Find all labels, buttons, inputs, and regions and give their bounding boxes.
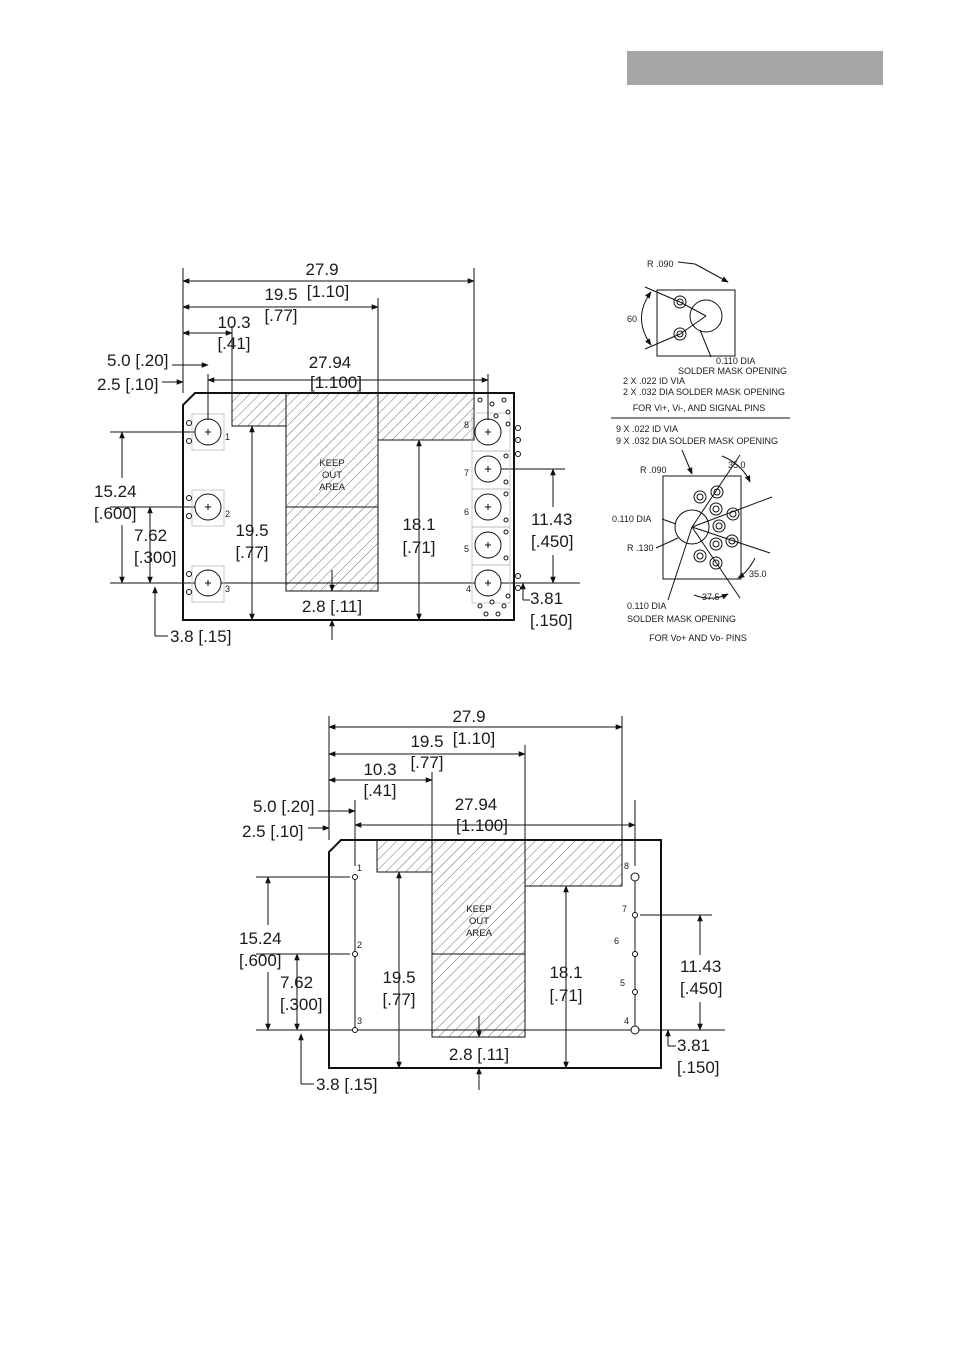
dim-3-8: 3.8 [.15] xyxy=(170,627,231,646)
detail-angle-60: 60 xyxy=(627,314,637,324)
keep-out-label-2: OUT xyxy=(322,470,342,481)
detail-power-r-130: R .130 xyxy=(627,543,654,553)
dim-18-1-in: [.71] xyxy=(402,538,435,557)
detail-r-090: R .090 xyxy=(647,259,674,269)
pin-label-5: 5 xyxy=(464,544,469,554)
dim-11-43-in: [.450] xyxy=(531,532,574,551)
pin-label-bottom-7: 7 xyxy=(622,904,627,914)
keep-out-label-bottom-1: KEEP xyxy=(466,904,491,915)
left-pads xyxy=(186,413,225,603)
dim-5-0: 5.0 [.20] xyxy=(107,351,168,370)
detail-power-dia-110b: 0.110 DIA xyxy=(627,601,666,611)
keep-out-label-bottom-2: OUT xyxy=(469,916,489,927)
pin-label-bottom-3: 3 xyxy=(357,1016,362,1026)
detail-signal-pins: R .090 60 0.110 DIA SOLDER MASK OPENING … xyxy=(611,259,790,419)
dim-b-10-3-in: [.41] xyxy=(363,781,396,800)
dim-b-3-8: 3.8 [.15] xyxy=(316,1075,377,1094)
pin-label-bottom-1: 1 xyxy=(357,863,362,873)
pin-label-1: 1 xyxy=(225,432,230,442)
detail-via-1: 2 X .022 ID VIA xyxy=(623,376,685,386)
pin-label-bottom-6: 6 xyxy=(614,936,619,946)
dim-b-27-94-in: [1.100] xyxy=(456,816,508,835)
dim-b-19-5-in: [.77] xyxy=(410,753,443,772)
keep-out-label-3: AREA xyxy=(319,482,346,493)
dim-b-19-5: 19.5 xyxy=(410,732,443,751)
detail-power-angle-35a: 35.0 xyxy=(728,460,746,470)
dim-27-94: 27.94 xyxy=(309,353,352,372)
detail-dia-110: 0.110 DIA xyxy=(716,356,755,366)
header-bar xyxy=(627,51,883,85)
dim-b-3-81: 3.81 xyxy=(677,1036,710,1055)
dim-7-62-in: [.300] xyxy=(134,548,177,567)
dim-19-5-in: [.77] xyxy=(264,306,297,325)
dim-b-3-81-in: [.150] xyxy=(677,1058,720,1077)
dim-b-27-9: 27.9 xyxy=(452,707,485,726)
dim-10-3: 10.3 xyxy=(217,313,250,332)
bottom-footprint: KEEP OUT AREA 1 2 3 4 5 6 7 8 27.9 [1.10… xyxy=(239,707,725,1094)
detail-power-angle-35b: 35.0 xyxy=(749,569,767,579)
dim-b-11-43-in: [.450] xyxy=(680,979,723,998)
dim-b-10-3: 10.3 xyxy=(363,760,396,779)
dim-10-3-in: [.41] xyxy=(217,334,250,353)
pin-label-4: 4 xyxy=(466,584,471,594)
dim-19-5: 19.5 xyxy=(264,285,297,304)
dim-b-15-24-in: [.600] xyxy=(239,951,282,970)
dim-b-2-8: 2.8 [.11] xyxy=(449,1045,509,1064)
detail-power-mask: SOLDER MASK OPENING xyxy=(627,614,736,624)
dim-b-7-62-in: [.300] xyxy=(280,995,323,1014)
right-pads xyxy=(471,397,521,617)
dim-3-81: 3.81 xyxy=(530,589,563,608)
detail-power-via-2: 9 X .032 DIA SOLDER MASK OPENING xyxy=(616,436,778,446)
keep-out-label-1: KEEP xyxy=(319,458,344,469)
dim-27-9: 27.9 xyxy=(305,260,338,279)
dim-b-18-1-in: [.71] xyxy=(549,986,582,1005)
pin-label-bottom-2: 2 xyxy=(357,940,362,950)
detail-power-via-1: 9 X .022 ID VIA xyxy=(616,424,678,434)
detail-power-pins: 9 X .022 ID VIA 9 X .032 DIA SOLDER MASK… xyxy=(612,424,778,643)
keep-out-label-bottom-3: AREA xyxy=(466,928,493,939)
dim-18-1: 18.1 xyxy=(402,515,435,534)
dim-b-19-5-vert-in: [.77] xyxy=(382,990,415,1009)
dim-2-5: 2.5 [.10] xyxy=(97,375,158,394)
detail-caption-power: FOR Vo+ AND Vo- PINS xyxy=(649,633,747,643)
detail-power-angle-37-5: 37.5 xyxy=(702,592,720,602)
pin-label-bottom-5: 5 xyxy=(620,978,625,988)
dim-b-27-94: 27.94 xyxy=(455,795,498,814)
dim-7-62: 7.62 xyxy=(134,526,167,545)
detail-caption-signal: FOR Vi+, Vi-, AND SIGNAL PINS xyxy=(633,403,766,413)
dim-b-18-1: 18.1 xyxy=(549,963,582,982)
detail-power-dia-110a: 0.110 DIA xyxy=(612,514,651,524)
pin-label-8: 8 xyxy=(464,420,469,430)
dim-b-2-5: 2.5 [.10] xyxy=(242,822,303,841)
detail-mask: SOLDER MASK OPENING xyxy=(678,366,787,376)
dim-19-5-vert-in: [.77] xyxy=(235,543,268,562)
pin-label-2: 2 xyxy=(225,509,230,519)
dim-b-5-0: 5.0 [.20] xyxy=(253,797,314,816)
dim-15-24-in: [.600] xyxy=(94,504,137,523)
pin-label-6: 6 xyxy=(464,507,469,517)
keep-out-area-bottom xyxy=(376,839,623,1038)
dim-b-27-9-in: [1.10] xyxy=(453,729,496,748)
pin-label-7: 7 xyxy=(464,468,469,478)
dim-b-11-43: 11.43 xyxy=(680,957,721,976)
dim-b-15-24: 15.24 xyxy=(239,929,282,948)
dim-15-24: 15.24 xyxy=(94,482,137,501)
top-footprint: KEEP OUT AREA 1 2 3 xyxy=(94,260,580,646)
pin-label-3: 3 xyxy=(225,584,230,594)
dim-11-43: 11.43 xyxy=(531,510,572,529)
dim-b-7-62: 7.62 xyxy=(280,973,313,992)
pin-label-bottom-8: 8 xyxy=(624,861,629,871)
dim-19-5-vert: 19.5 xyxy=(235,521,268,540)
detail-via-2: 2 X .032 DIA SOLDER MASK OPENING xyxy=(623,387,785,397)
dim-27-9-in: [1.10] xyxy=(307,282,350,301)
dim-3-81-in: [.150] xyxy=(530,611,573,630)
pin-label-bottom-4: 4 xyxy=(624,1016,629,1026)
detail-power-r-090: R .090 xyxy=(640,465,667,475)
dim-b-19-5-vert: 19.5 xyxy=(382,968,415,987)
dim-2-8: 2.8 [.11] xyxy=(302,597,362,616)
dim-27-94-in: [1.100] xyxy=(310,373,362,392)
